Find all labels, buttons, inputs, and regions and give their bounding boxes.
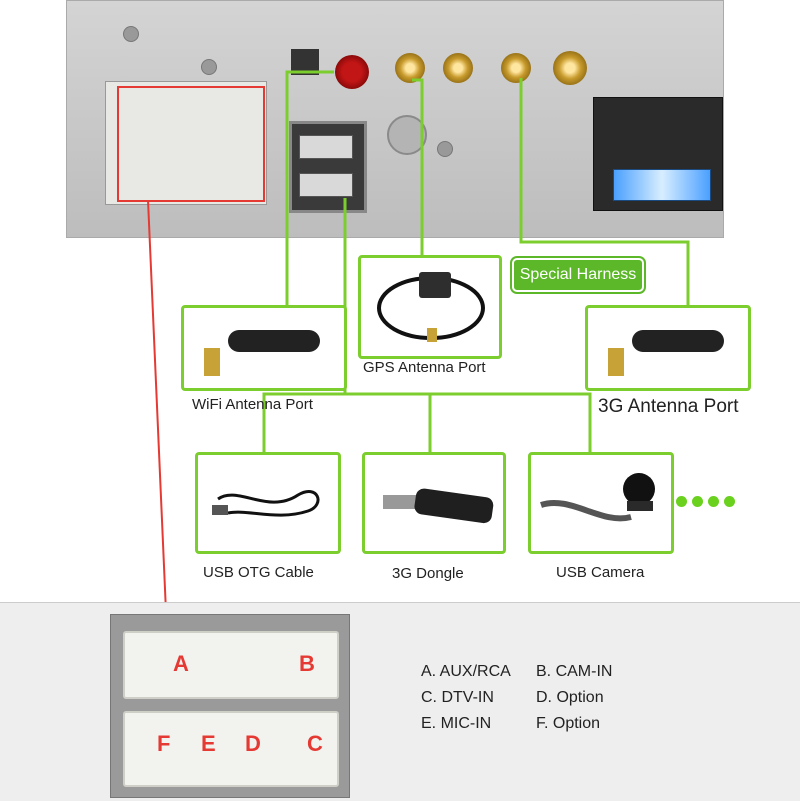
connector-letter-a: A	[173, 651, 189, 676]
legend-b: B. CAM-IN	[536, 663, 613, 680]
legend-a: A. AUX/RCA	[421, 663, 511, 680]
gps-antenna-icon	[377, 272, 485, 342]
connector-letter-d: D	[245, 731, 261, 756]
usb-port-upper	[299, 135, 353, 159]
antenna-connector-red	[335, 55, 369, 89]
usb-otg-box	[195, 452, 341, 554]
legend-c: C. DTV-IN	[421, 689, 494, 706]
screw-icon	[123, 26, 139, 42]
cable-icon	[212, 490, 320, 517]
harness-plug	[613, 169, 711, 201]
threeg-dongle-label: 3G Dongle	[392, 565, 464, 582]
connector-ab	[123, 631, 339, 699]
camera-icon	[540, 473, 655, 522]
antenna-icon	[204, 330, 320, 376]
screw-icon	[387, 115, 427, 155]
antenna-connector-gold	[395, 53, 425, 83]
legend-f: F. Option	[536, 715, 601, 732]
screw-icon	[437, 141, 453, 157]
device-rear-panel	[66, 0, 724, 238]
usb-dongle-icon	[383, 488, 494, 524]
gps-antenna-box	[358, 255, 502, 359]
wifi-antenna-box	[181, 305, 347, 391]
connector-letter-b: B	[299, 651, 315, 676]
usb-port-lower	[299, 173, 353, 197]
gps-port-label: GPS Antenna Port	[363, 359, 486, 376]
connector-letter-c: C	[307, 731, 323, 756]
connector-letter-e: E	[201, 731, 216, 756]
dot-icon	[708, 496, 719, 507]
legend-d: D. Option	[536, 689, 604, 706]
usb-camera-label: USB Camera	[556, 564, 645, 581]
connector-fedc	[123, 711, 339, 787]
threeg-antenna-box	[585, 305, 751, 391]
dot-icon	[692, 496, 703, 507]
usb-camera-box	[528, 452, 674, 554]
dot-icon	[676, 496, 687, 507]
threeg-port-label: 3G Antenna Port	[598, 396, 739, 417]
antenna-connector-gold	[501, 53, 531, 83]
threeg-dongle-box	[362, 452, 506, 554]
dot-icon	[724, 496, 735, 507]
screw-icon	[201, 59, 217, 75]
connector-letter-f: F	[157, 731, 171, 756]
panel-connector-block	[105, 81, 267, 205]
legend-e: E. MIC-IN	[421, 715, 492, 732]
connector-highlight-box	[117, 86, 265, 202]
special-harness-badge: Special Harness	[512, 258, 644, 292]
wifi-port-label: WiFi Antenna Port	[192, 396, 313, 413]
usb-otg-label: USB OTG Cable	[203, 564, 314, 581]
more-devices-dots	[676, 496, 736, 510]
antenna-icon	[608, 330, 724, 376]
antenna-connector-gold	[553, 51, 587, 85]
connector-photo: A B F E D C	[110, 614, 350, 798]
antenna-connector-gold	[443, 53, 473, 83]
